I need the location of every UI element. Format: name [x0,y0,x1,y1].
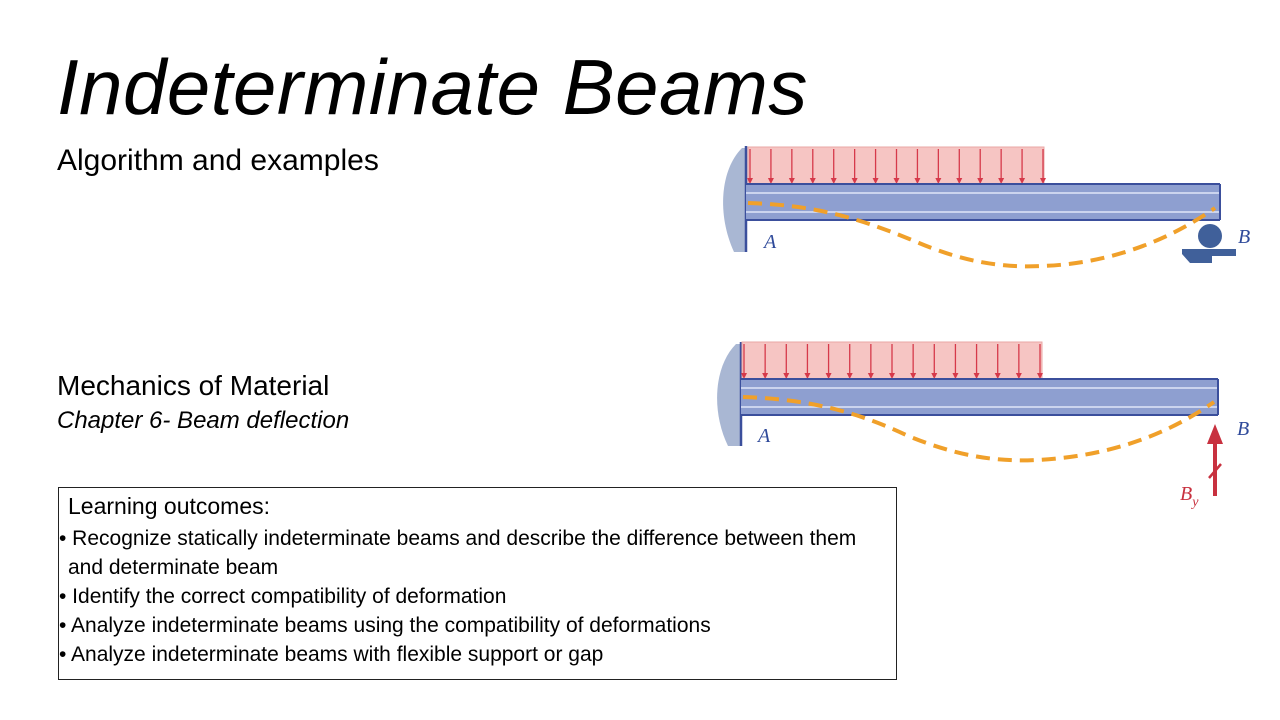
slide-title: Indeterminate Beams [57,43,808,131]
load-arrow-head [893,178,900,184]
redundant-reaction-figure: A B By [717,341,1249,510]
load-arrows [747,149,1046,184]
load-arrow-head [767,178,774,184]
roller-base [1182,249,1236,263]
load-arrow-head [1015,373,1022,379]
reaction-label: By [1180,483,1199,510]
load-arrow-head [825,373,832,379]
load-arrow-head [952,373,959,379]
chapter-name: Chapter 6- Beam deflection [57,407,350,434]
load-arrow-head [830,178,837,184]
fixed-wall-support [723,148,746,252]
load-arrows [741,344,1043,379]
load-arrow-head [872,178,879,184]
load-arrow-head [846,373,853,379]
point-b-label: B [1237,418,1249,440]
load-arrow-head [1019,178,1026,184]
course-name: Mechanics of Material [57,370,330,401]
slide-subtitle: Algorithm and examples [57,144,379,177]
load-arrow-head [783,373,790,379]
learning-outcome-item: • Identify the correct compatibility of … [59,585,507,608]
load-arrow-head [804,373,811,379]
learning-outcome-item: • Analyze indeterminate beams with flexi… [59,643,604,666]
load-arrow-head [998,178,1005,184]
load-arrow-head [931,373,938,379]
learning-outcomes-box: Learning outcomes: • Recognize staticall… [58,487,897,680]
load-arrow-head [973,373,980,379]
beam [741,379,1218,415]
load-arrow-head [935,178,942,184]
deflection-curve [747,201,1217,269]
load-arrow-head [741,373,747,379]
beam [746,184,1220,220]
load-arrow-head [889,373,895,379]
load-arrow-head [994,373,1001,379]
fixed-wall-support [717,344,740,446]
reaction-label-main: B [1180,483,1192,505]
load-arrow-head [851,178,858,184]
load-arrow-head [867,373,874,379]
load-arrow-head [914,178,921,184]
point-b-label: B [1238,226,1250,248]
reaction-label-subscript: y [1190,495,1199,510]
deflection-curve [742,395,1216,463]
load-arrow-head [1040,178,1046,184]
load-arrow-head [1037,373,1043,379]
reaction-force-arrow [1207,424,1223,496]
load-arrow-head [910,373,917,379]
point-a-label: A [756,425,771,447]
learning-outcome-item: • Recognize statically indeterminate bea… [59,527,857,579]
learning-outcomes-heading: Learning outcomes: [68,493,271,519]
learning-outcomes-list: • Recognize statically indeterminate bea… [59,524,889,669]
learning-outcome-item: • Analyze indeterminate beams using the … [59,614,711,637]
point-a-label: A [762,231,777,253]
load-arrow-head [788,178,795,184]
load-arrow-head [977,178,984,184]
roller-support [1198,224,1222,248]
load-arrow-head [747,178,753,184]
load-arrow-head [956,178,963,184]
load-arrow-head [762,373,769,379]
load-arrow-head [809,178,816,184]
propped-cantilever-figure: A B [723,146,1250,269]
